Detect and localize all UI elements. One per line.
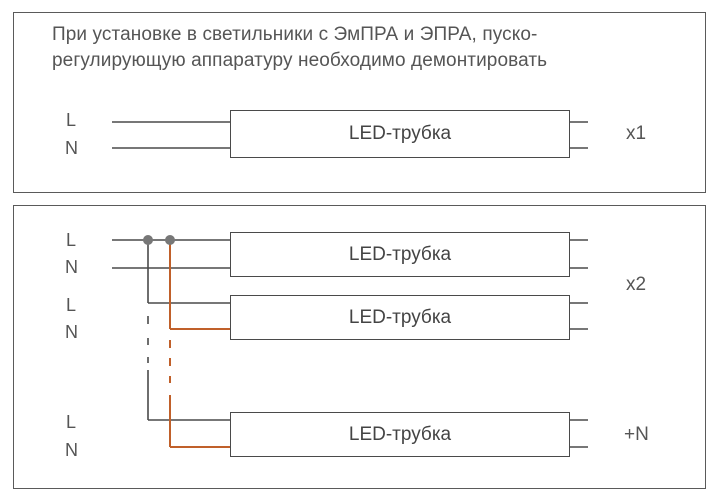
pin-label-n: N: [65, 138, 78, 158]
led-tube-n: LED-трубка: [230, 412, 570, 457]
led-tube-single: LED-трубка: [230, 110, 570, 158]
pin-label-l: L: [66, 230, 77, 250]
pin-label-l: L: [66, 412, 77, 432]
single-tube-panel: [13, 12, 706, 193]
tube-label: LED-трубка: [348, 423, 452, 445]
multiplier-plus-n: +N: [624, 424, 649, 445]
tube-label: LED-трубка: [348, 123, 452, 144]
pin-label-n: N: [65, 257, 78, 277]
led-tube-2: LED-трубка: [230, 295, 570, 340]
multiplier-x2: x2: [626, 274, 647, 295]
live-bus: [169, 240, 232, 448]
led-tube-1: LED-трубка: [230, 232, 570, 277]
junction-node-live: [165, 235, 175, 245]
pin-label-n: N: [65, 322, 78, 342]
multiplier-x1: x1: [626, 123, 647, 144]
pin-label-l: L: [66, 110, 77, 130]
single-tube-wiring: [112, 121, 588, 149]
tube-label: LED-трубка: [348, 243, 452, 265]
instruction-line-1: При установке в светильники с ЭмПРА и ЭП…: [52, 24, 538, 45]
pin-label-n: N: [65, 440, 78, 460]
instruction-line-2: регулирующую аппаратуру необходимо демон…: [52, 50, 548, 71]
pin-label-l: L: [66, 295, 77, 315]
junction-node-neutral: [143, 235, 153, 245]
tube-label: LED-трубка: [348, 306, 452, 328]
